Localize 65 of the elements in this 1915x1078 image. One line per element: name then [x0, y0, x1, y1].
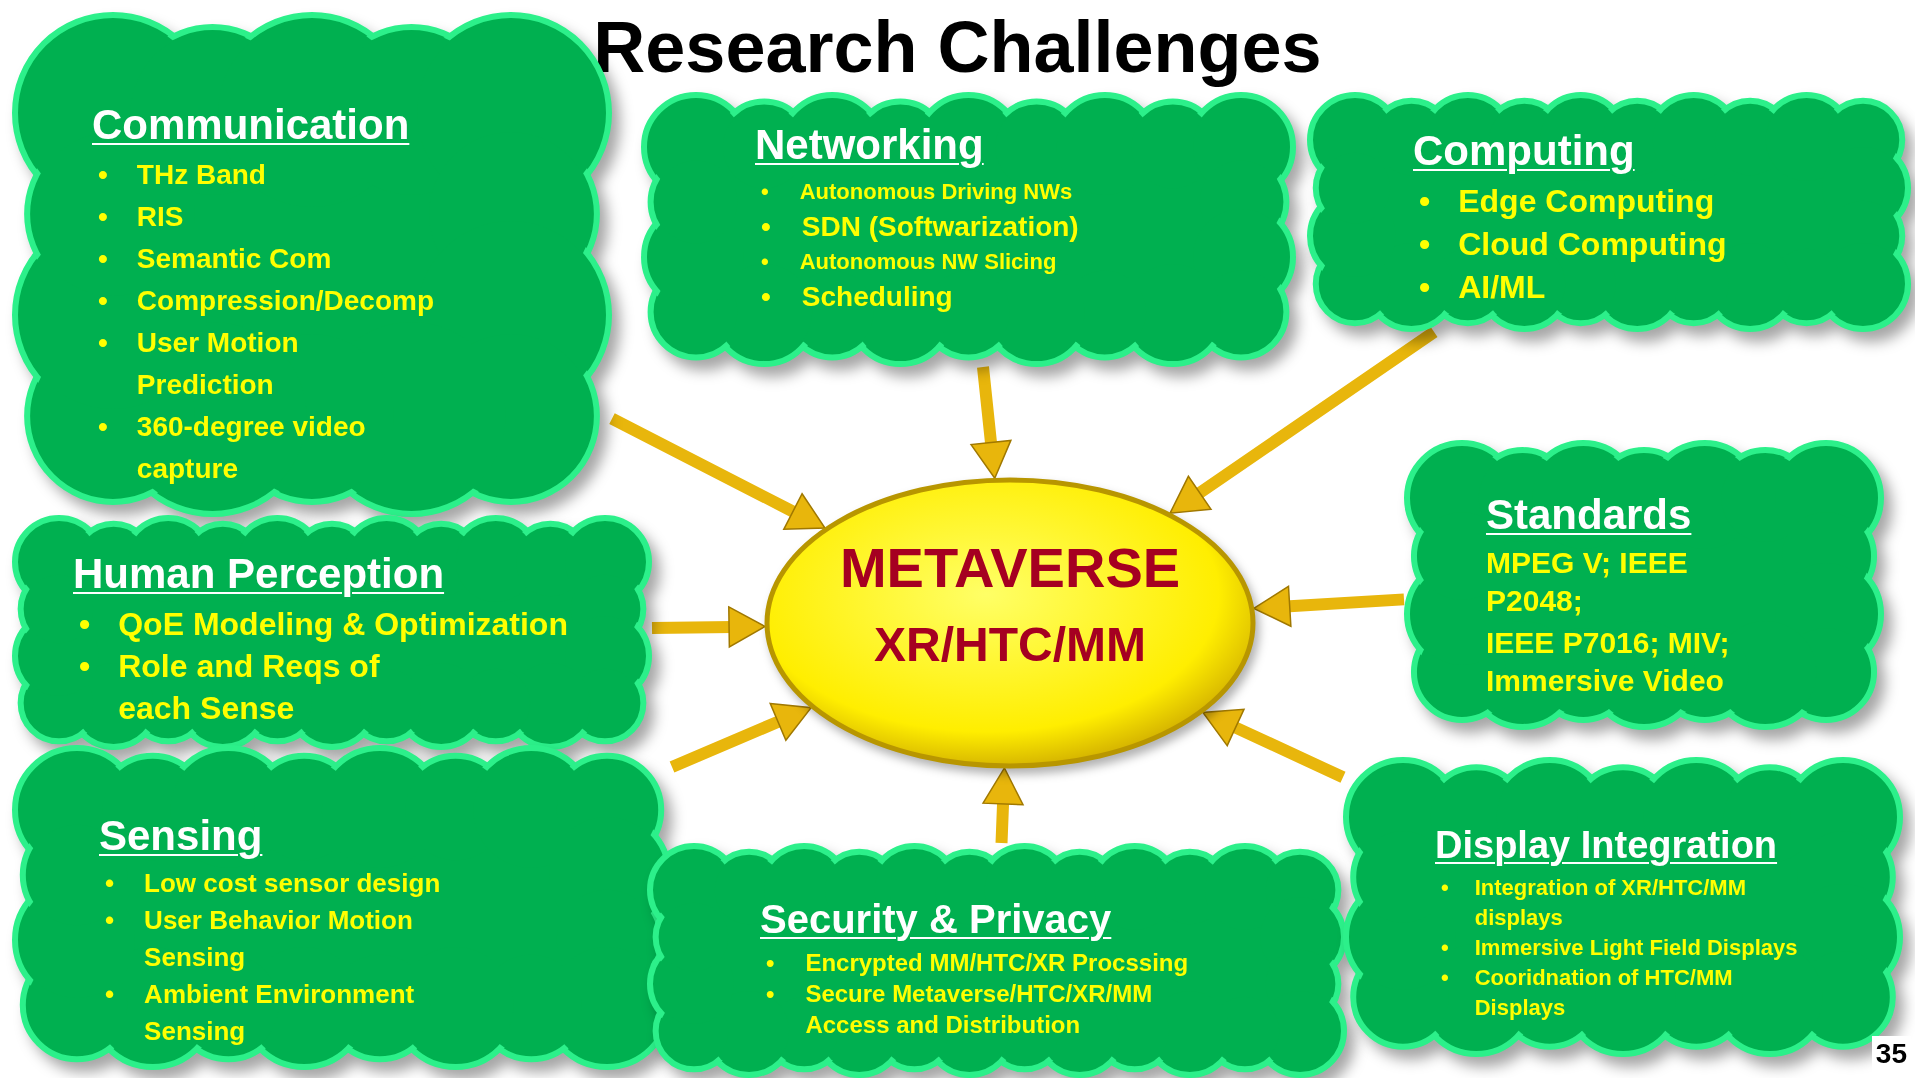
cloud-heading: Security & Privacy: [760, 896, 1112, 943]
arrow: [982, 767, 1024, 844]
page-title: Research Challenges: [593, 7, 1322, 87]
bullet-item: QoE Modeling & Optimization: [118, 605, 568, 645]
bullet-item: Role and Reqs of each Sense: [118, 647, 381, 729]
bullet-item: Encrypted MM/HTC/XR Procssing: [805, 948, 1189, 978]
bullet-item: Cooridnation of HTC/MM Displays: [1474, 963, 1734, 1022]
arrow: [1253, 585, 1405, 627]
bullet-marker: •: [79, 647, 91, 687]
bullet-item: User Motion Prediction: [136, 326, 300, 403]
bullet-item: Secure Metaverse/HTC/XR/MM Access and Distribution: [805, 979, 1154, 1040]
bullet-marker: •: [105, 904, 115, 938]
cloud-heading: Display Integration: [1435, 823, 1778, 868]
bullet-item: Autonomous Driving NWs: [799, 178, 1073, 207]
bullet-marker: •: [98, 284, 108, 319]
bullet-item: Cloud Computing: [1458, 225, 1727, 265]
bullet-marker: •: [1419, 225, 1431, 265]
bullet-marker: •: [98, 242, 108, 277]
bullet-item: Semantic Com: [136, 242, 332, 277]
arrow: [651, 606, 766, 648]
bullet-marker: •: [98, 326, 108, 361]
bullet-item: Ambient Environment Sensing: [144, 978, 416, 1049]
bullet-marker: •: [766, 979, 775, 1009]
bullet-item: AI/ML: [1458, 268, 1546, 308]
arrow: [970, 366, 1012, 480]
bullet-item: RIS: [136, 200, 184, 235]
body-text: MPEG V; IEEE P2048;: [1486, 545, 1689, 620]
cloud-heading: Sensing: [99, 811, 263, 861]
bullet-marker: •: [98, 410, 108, 445]
bullet-item: SDN (Softwarization): [801, 210, 1079, 245]
bullet-marker: •: [766, 948, 775, 978]
bullet-marker: •: [761, 178, 769, 207]
bullet-marker: •: [1419, 182, 1431, 222]
cloud-heading: Networking: [755, 120, 984, 170]
cloud-heading: Computing: [1413, 126, 1635, 176]
hub-subtitle: XR/HTC/MM: [874, 617, 1146, 673]
bullet-marker: •: [761, 210, 771, 245]
cloud-heading: Human Perception: [73, 549, 445, 599]
bullet-item: THz Band: [136, 158, 266, 193]
bullet-marker: •: [79, 605, 91, 645]
bullet-item: 360-degree video capture: [136, 410, 367, 487]
bullet-marker: •: [105, 978, 115, 1012]
arrow: [1200, 706, 1346, 783]
bullet-marker: •: [1441, 933, 1449, 962]
bullet-marker: •: [761, 248, 769, 277]
hub-title: METAVERSE: [839, 534, 1181, 600]
body-text: IEEE P7016; MIV; Immersive Video: [1486, 625, 1731, 700]
bullet-item: Integration of XR/HTC/MM displays: [1474, 873, 1747, 932]
bullet-marker: •: [1419, 268, 1431, 308]
bullet-marker: •: [1441, 963, 1449, 992]
bullet-marker: •: [1441, 873, 1449, 902]
bullet-item: Low cost sensor design: [144, 867, 441, 901]
cloud-heading: Communication: [92, 100, 410, 150]
bullet-marker: •: [98, 200, 108, 235]
bullet-marker: •: [98, 158, 108, 193]
bullet-item: Autonomous NW Slicing: [799, 248, 1057, 277]
bullet-item: Compression/Decomp: [136, 284, 434, 319]
bullet-marker: •: [105, 867, 115, 901]
bullet-item: Scheduling: [801, 280, 953, 315]
bullet-item: User Behavior Motion Sensing: [144, 904, 414, 975]
bullet-item: Edge Computing: [1458, 182, 1715, 222]
cloud-heading: Standards: [1486, 490, 1692, 540]
bullet-item: Immersive Light Field Displays: [1474, 933, 1798, 962]
bullet-marker: •: [761, 280, 771, 315]
arrow: [669, 702, 814, 773]
